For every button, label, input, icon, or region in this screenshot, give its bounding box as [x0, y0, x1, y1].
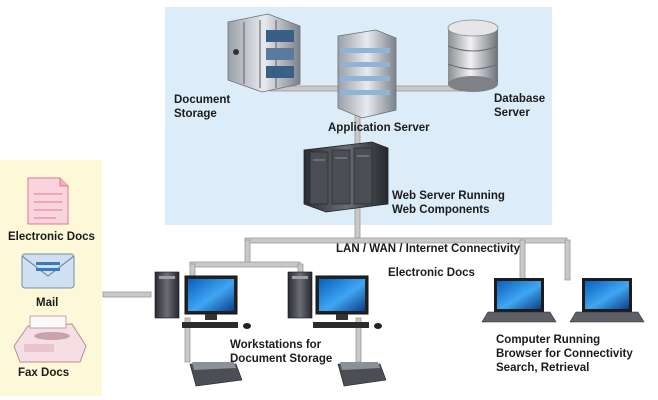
workstation-icon	[154, 271, 251, 387]
fax-docs-input-label: Fax Docs	[18, 367, 70, 379]
application-server-icon	[337, 29, 397, 119]
lan-connectivity-label: LAN / WAN / Internet Connectivity	[336, 243, 521, 255]
mail-envelope-icon	[21, 253, 75, 289]
electronic-docs-input-label: Electronic Docs	[8, 231, 95, 243]
electronic-doc-icon	[27, 177, 69, 225]
document-storage-icon	[227, 13, 301, 93]
fax-machine-icon	[13, 315, 87, 363]
web-server-label: Web Server Running Web Components	[392, 190, 505, 216]
web-server-rack-icon	[303, 141, 389, 213]
laptop-icon	[481, 278, 557, 323]
document-storage-label: Document Storage	[174, 94, 231, 120]
database-server-label: Database Server	[494, 93, 546, 119]
workstation-icon	[287, 271, 387, 387]
database-server-icon	[447, 19, 499, 92]
electronic-docs-flow-label: Electronic Docs	[388, 267, 475, 279]
application-server-label: Application Server	[328, 122, 430, 134]
browser-clients-label: Computer Running Browser for Connectivit…	[496, 334, 633, 374]
laptop-icon	[569, 278, 645, 323]
mail-input-label: Mail	[36, 297, 59, 309]
workstations-label: Workstations for Document Storage	[230, 339, 333, 365]
